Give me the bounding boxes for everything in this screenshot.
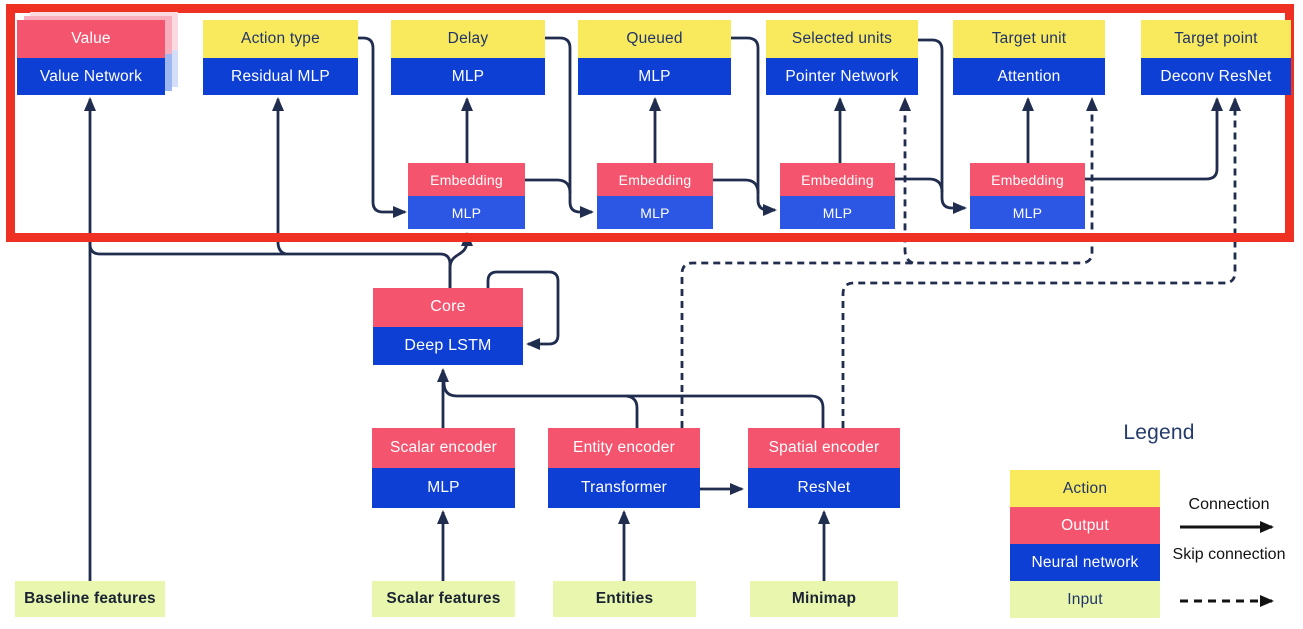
legend-skip-connection-label: Skip connection	[1172, 546, 1286, 563]
head-block-value: Value Value Network	[17, 20, 165, 95]
target-point-label: Target point	[1141, 20, 1291, 58]
encoder-block-spatial: Spatial encoder ResNet	[748, 428, 900, 508]
core-label: Core	[373, 288, 523, 327]
embedding-block-1: Embedding MLP	[408, 163, 525, 229]
legend-item-output: Output	[1010, 507, 1160, 544]
embedding-1-label: Embedding	[408, 163, 525, 196]
embedding-3-network-label: MLP	[780, 196, 895, 229]
embedding-2-network-label: MLP	[597, 196, 713, 229]
spatial-encoder-label: Spatial encoder	[748, 428, 900, 468]
encoder-block-entity: Entity encoder Transformer	[548, 428, 700, 508]
legend-color-key: Action Output Neural network Input	[1010, 470, 1160, 618]
embedding-2-label: Embedding	[597, 163, 713, 196]
action-type-network-label: Residual MLP	[203, 57, 358, 95]
embedding-1-network-label: MLP	[408, 196, 525, 229]
input-scalar-features: Scalar features	[372, 581, 515, 617]
highlight-frame	[6, 4, 1294, 242]
queued-label: Queued	[578, 20, 731, 58]
spatial-encoder-network-label: ResNet	[748, 468, 900, 508]
head-block-action-type: Action type Residual MLP	[203, 20, 358, 95]
selected-units-network-label: Pointer Network	[766, 57, 918, 95]
head-block-delay: Delay MLP	[391, 20, 545, 95]
selected-units-label: Selected units	[766, 20, 918, 58]
input-minimap: Minimap	[750, 581, 898, 617]
delay-network-label: MLP	[391, 57, 545, 95]
target-unit-label: Target unit	[953, 20, 1105, 58]
embedding-3-label: Embedding	[780, 163, 895, 196]
value-output-label: Value	[17, 20, 165, 58]
scalar-encoder-network-label: MLP	[372, 468, 515, 508]
value-network-label: Value Network	[17, 57, 165, 95]
head-block-target-point: Target point Deconv ResNet	[1141, 20, 1291, 95]
scalar-encoder-label: Scalar encoder	[372, 428, 515, 468]
input-baseline-features: Baseline features	[15, 581, 165, 617]
action-type-label: Action type	[203, 20, 358, 58]
core-block: Core Deep LSTM	[373, 288, 523, 365]
embedding-block-4: Embedding MLP	[970, 163, 1085, 229]
embedding-block-3: Embedding MLP	[780, 163, 895, 229]
legend-title: Legend	[1123, 421, 1195, 444]
legend-item-action: Action	[1010, 470, 1160, 507]
embedding-4-label: Embedding	[970, 163, 1085, 196]
target-point-network-label: Deconv ResNet	[1141, 57, 1291, 95]
legend-item-neural-network: Neural network	[1010, 544, 1160, 581]
embedding-block-2: Embedding MLP	[597, 163, 713, 229]
entity-encoder-label: Entity encoder	[548, 428, 700, 468]
legend-connection-label: Connection	[1188, 496, 1270, 513]
encoder-block-scalar: Scalar encoder MLP	[372, 428, 515, 508]
head-block-target-unit: Target unit Attention	[953, 20, 1105, 95]
queued-network-label: MLP	[578, 57, 731, 95]
target-unit-network-label: Attention	[953, 57, 1105, 95]
delay-label: Delay	[391, 20, 545, 58]
head-block-queued: Queued MLP	[578, 20, 731, 95]
head-block-selected-units: Selected units Pointer Network	[766, 20, 918, 95]
core-network-label: Deep LSTM	[373, 326, 523, 365]
input-entities: Entities	[553, 581, 696, 617]
legend-item-input: Input	[1010, 581, 1160, 618]
embedding-4-network-label: MLP	[970, 196, 1085, 229]
entity-encoder-network-label: Transformer	[548, 468, 700, 508]
